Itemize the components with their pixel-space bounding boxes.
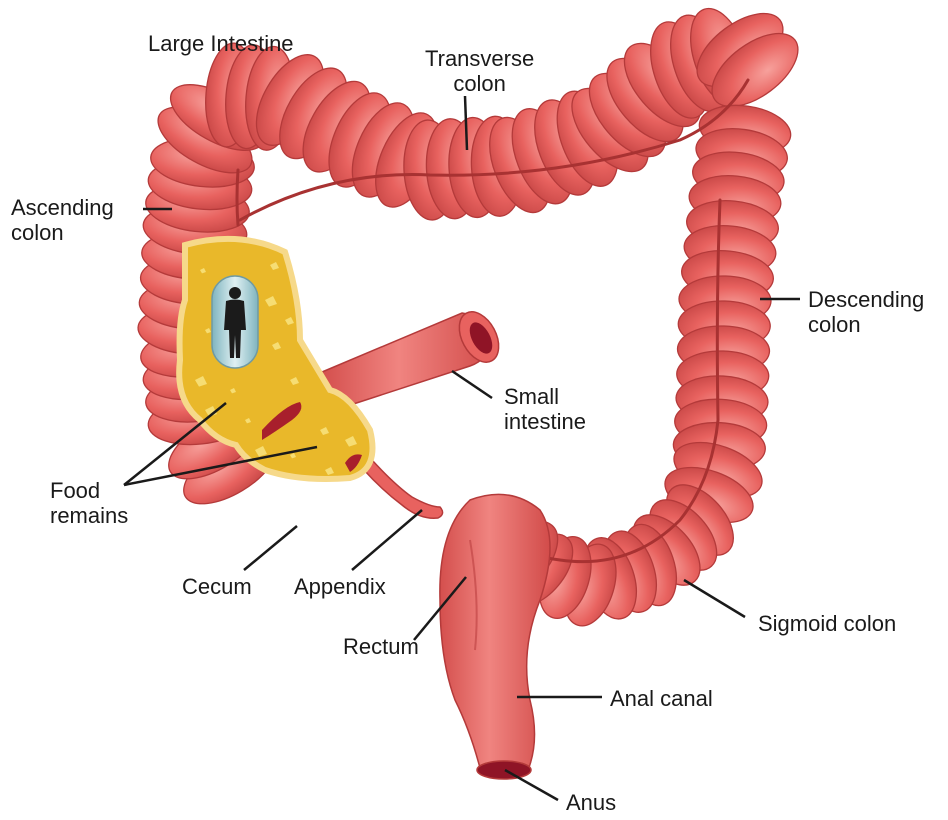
appendix-shape <box>364 460 443 518</box>
label-rectum: Rectum <box>343 634 419 659</box>
small-intestine-shape <box>322 305 507 410</box>
label-food-remains: Food remains <box>50 478 128 528</box>
label-anal-canal: Anal canal <box>610 686 713 711</box>
label-cecum: Cecum <box>182 574 252 599</box>
label-descending-colon: Descending colon <box>808 287 924 337</box>
label-small-intestine: Small intestine <box>504 384 586 434</box>
label-transverse-colon: Transverse colon <box>425 46 534 96</box>
label-appendix: Appendix <box>294 574 386 599</box>
anus-opening <box>477 761 531 779</box>
label-anus: Anus <box>566 790 616 815</box>
label-sigmoid-colon: Sigmoid colon <box>758 611 896 636</box>
rectum-shape <box>440 494 550 777</box>
diagram-title: Large Intestine <box>148 31 294 56</box>
label-ascending-colon: Ascending colon <box>11 195 114 245</box>
